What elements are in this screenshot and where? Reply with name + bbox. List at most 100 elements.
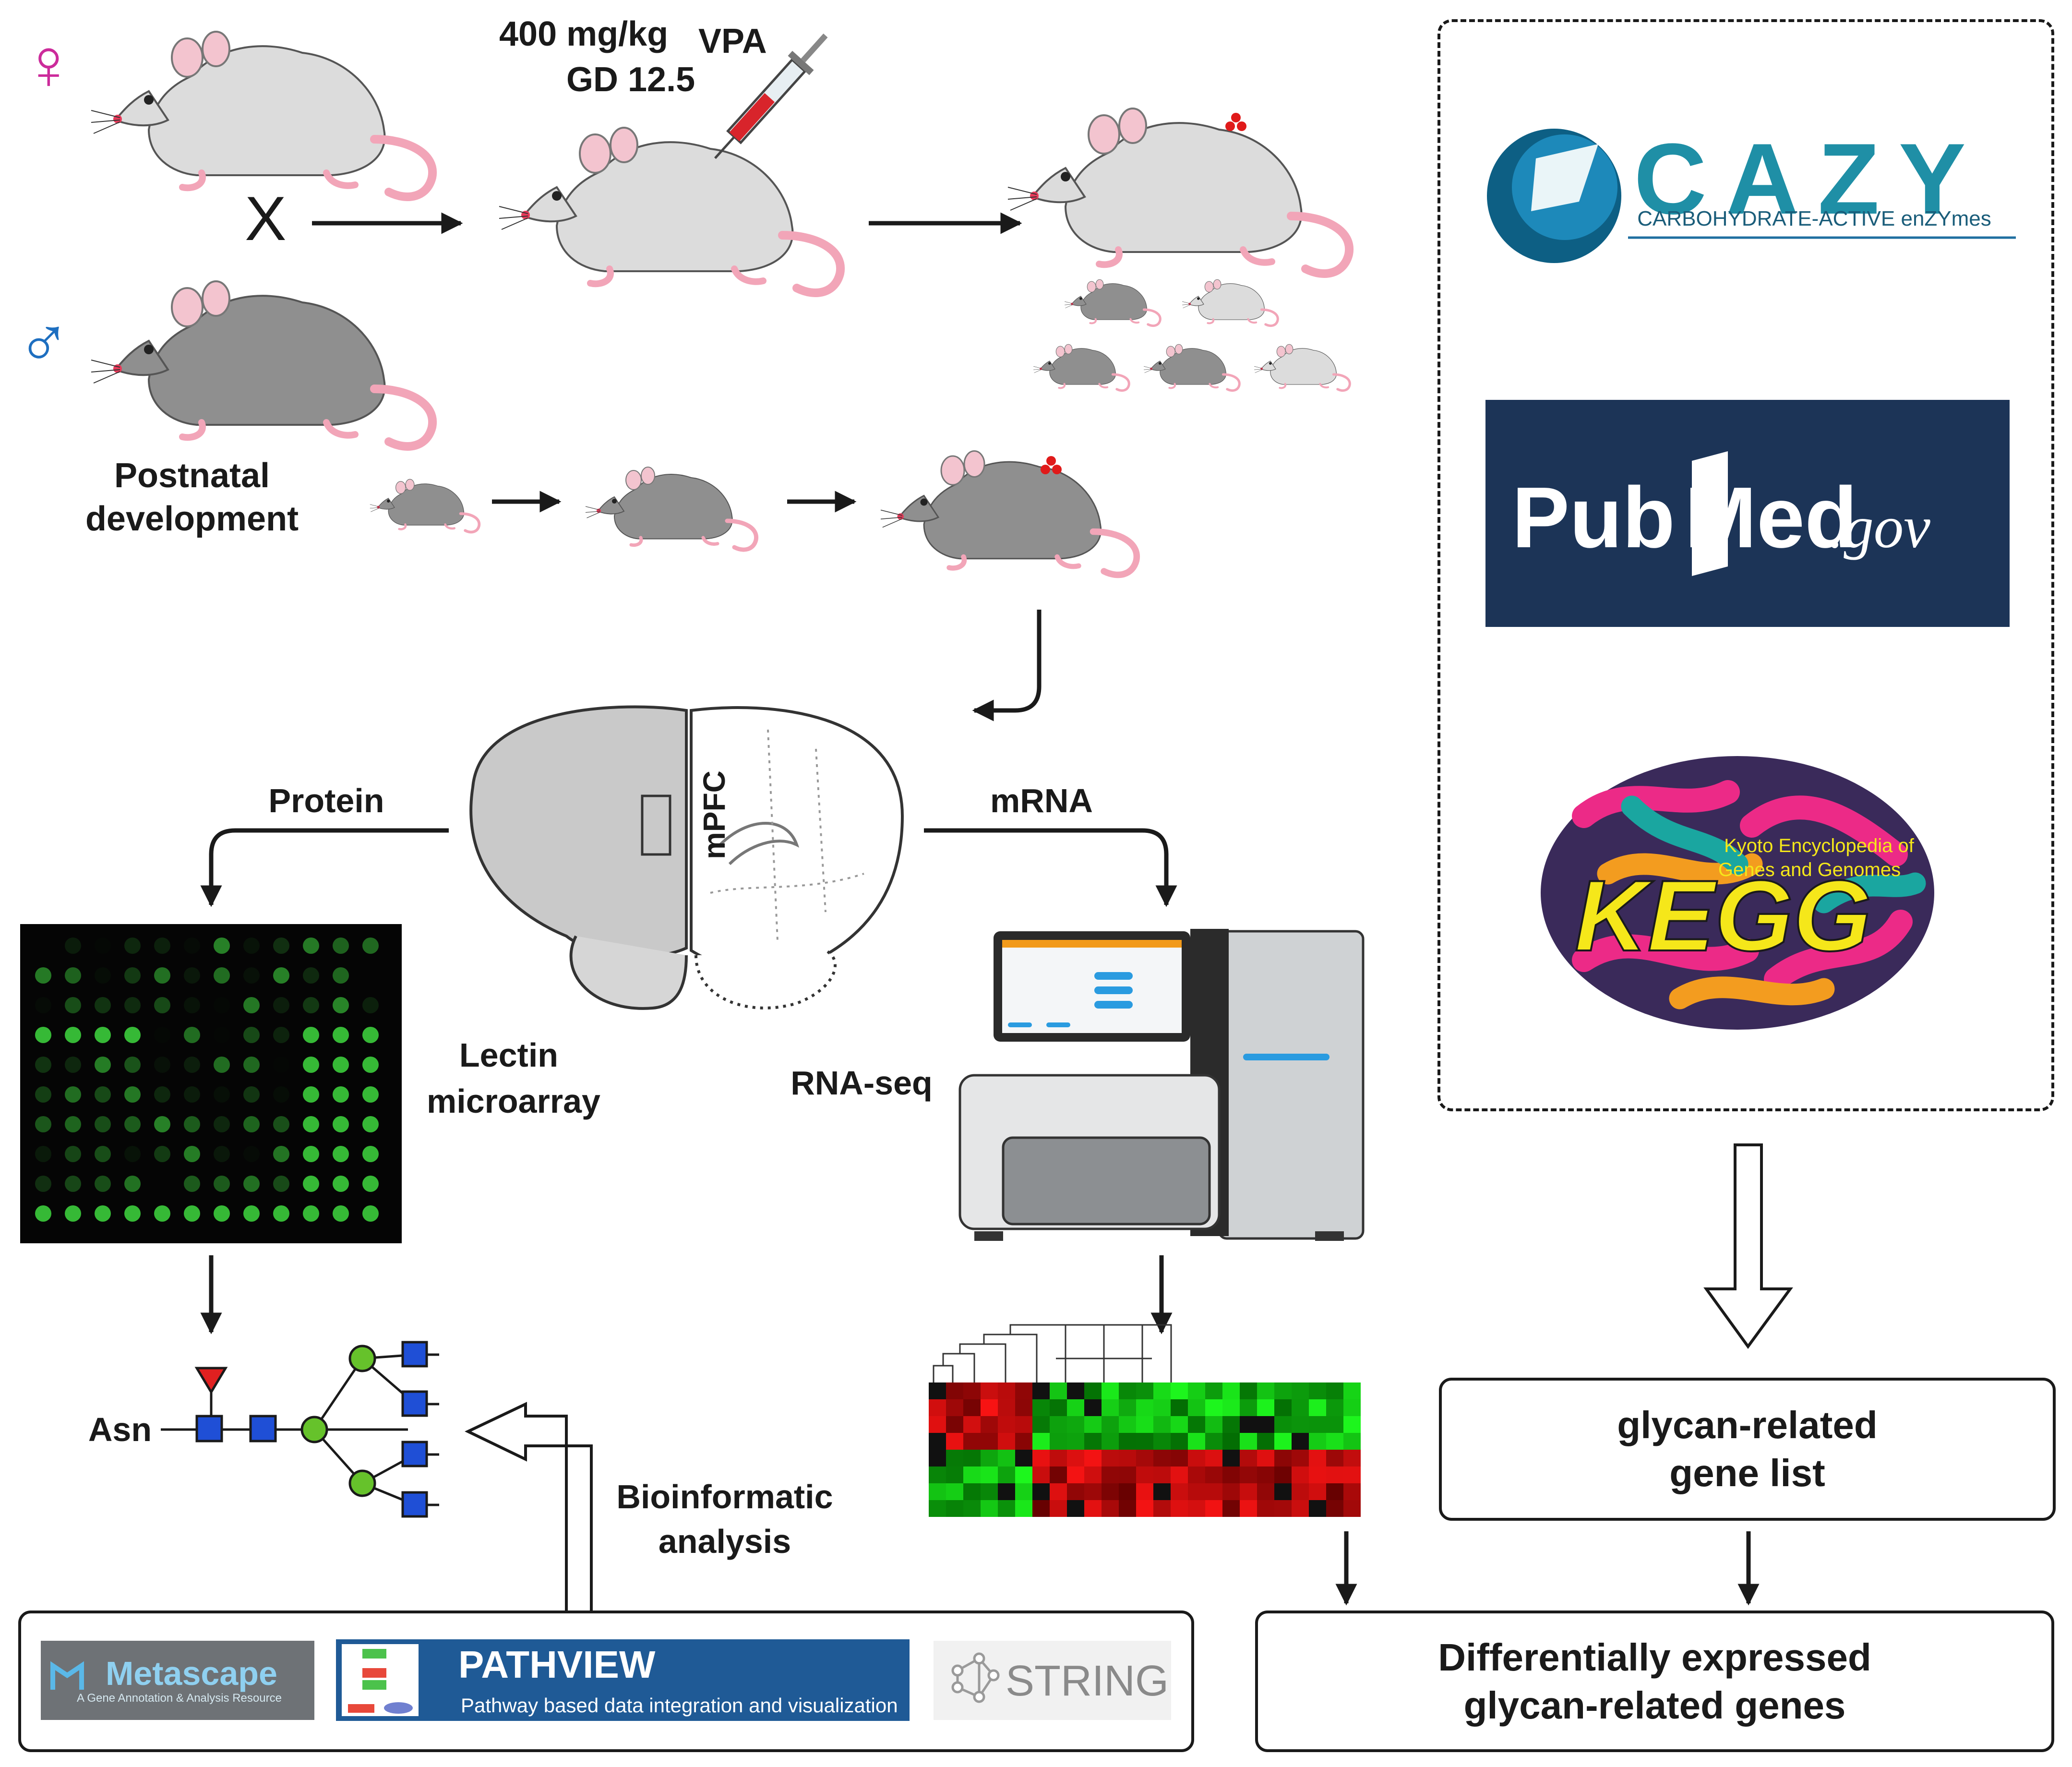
- female-rat-icon: [91, 32, 432, 197]
- heatmap-cell: [963, 1500, 981, 1517]
- microarray-spot: [65, 967, 81, 984]
- microarray-spot: [124, 997, 141, 1013]
- microarray-spot: [124, 1057, 141, 1073]
- male-rat-icon: [91, 281, 432, 446]
- hollow-arrow-databases-to-genelist: [1703, 1143, 1793, 1349]
- microarray-spot: [303, 1176, 319, 1192]
- asn-label: Asn: [88, 1411, 152, 1448]
- microarray-spot: [214, 997, 230, 1013]
- heatmap-cell: [1222, 1466, 1240, 1483]
- microarray-spot: [273, 997, 289, 1013]
- microarray-spot: [333, 1057, 349, 1073]
- heatmap-cell: [1205, 1433, 1222, 1450]
- heatmap-cell: [981, 1433, 998, 1450]
- heatmap-cell: [1343, 1500, 1361, 1517]
- microarray-spot: [184, 1146, 200, 1162]
- heatmap-cell: [1050, 1483, 1067, 1500]
- heatmap-cell: [1015, 1433, 1032, 1450]
- pup-icon: [1144, 344, 1239, 390]
- cross-symbol: X: [245, 183, 287, 253]
- heatmap-cell: [1050, 1500, 1067, 1517]
- heatmap-cell: [1153, 1450, 1171, 1466]
- heatmap-cell: [1084, 1399, 1102, 1416]
- heatmap-cell: [1067, 1483, 1084, 1500]
- heatmap-cell: [1136, 1466, 1153, 1483]
- heatmap-cell: [1050, 1399, 1067, 1416]
- heatmap-cell: [1015, 1483, 1032, 1500]
- heatmap-cell: [929, 1433, 946, 1450]
- heatmap-cell: [981, 1382, 998, 1399]
- microarray-spot: [333, 967, 349, 984]
- pubmed-gov: .gov: [1829, 494, 1930, 561]
- microarray-spot: [124, 1205, 141, 1222]
- heatmap-cell: [1326, 1466, 1343, 1483]
- heatmap-cell: [946, 1450, 963, 1466]
- heatmap-cell: [946, 1416, 963, 1433]
- heatmap-cell: [1171, 1416, 1188, 1433]
- heatmap-cell: [946, 1500, 963, 1517]
- heatmap-cell: [1032, 1399, 1050, 1416]
- heatmap-cell: [1153, 1382, 1171, 1399]
- heatmap-cell: [1015, 1399, 1032, 1416]
- heatmap-cell: [1240, 1399, 1257, 1416]
- pup-icon: [1033, 344, 1129, 390]
- heatmap-cell: [998, 1500, 1015, 1517]
- microarray-spot: [184, 1086, 200, 1103]
- microarray-spot: [273, 1027, 289, 1043]
- microarray-spot: [243, 1086, 260, 1103]
- heatmap-cell: [963, 1483, 981, 1500]
- pubmed-med: Med: [1685, 469, 1857, 566]
- microarray-spot: [65, 1057, 81, 1073]
- heatmap-cell: [1136, 1416, 1153, 1433]
- heatmap-cell: [1015, 1416, 1032, 1433]
- heatmap-cell: [1153, 1466, 1171, 1483]
- heatmap-cell: [1240, 1466, 1257, 1483]
- heatmap-cell: [1050, 1416, 1067, 1433]
- microarray-spot: [95, 1027, 111, 1043]
- heatmap-cell: [1205, 1416, 1222, 1433]
- heatmap-cell: [1309, 1433, 1326, 1450]
- cazy-logo-icon: CAZY CARBOHYDRATE-ACTIVE enZYmes: [1487, 122, 2016, 263]
- heatmap-cell: [1326, 1416, 1343, 1433]
- heatmap-cell: [1084, 1450, 1102, 1466]
- heatmap-cell: [1171, 1399, 1188, 1416]
- heatmap-cell: [1205, 1450, 1222, 1466]
- microarray-spot: [362, 1176, 379, 1192]
- microarray-spot: [214, 1146, 230, 1162]
- heatmap-cell: [1171, 1433, 1188, 1450]
- microarray-spot: [184, 1205, 200, 1222]
- heatmap-cell: [1015, 1450, 1032, 1466]
- microarray-spot: [303, 1205, 319, 1222]
- mpfc-label: mPFC: [697, 770, 731, 859]
- heatmap-cell: [1257, 1399, 1274, 1416]
- heatmap-cell: [1343, 1416, 1361, 1433]
- microarray-spot: [124, 1176, 141, 1192]
- heatmap-cell: [963, 1382, 981, 1399]
- microarray-spot: [35, 1086, 51, 1103]
- microarray-spot: [154, 997, 170, 1013]
- heatmap-cell: [1032, 1483, 1050, 1500]
- microarray-spot: [333, 1116, 349, 1132]
- heatmap-cell: [963, 1399, 981, 1416]
- heatmap-cell: [1119, 1466, 1136, 1483]
- heatmap-cell: [1309, 1382, 1326, 1399]
- lectin-microarray-image: [20, 924, 402, 1243]
- heatmap-cell: [1136, 1433, 1153, 1450]
- microarray-spot: [35, 1205, 51, 1222]
- heatmap-cell: [1343, 1399, 1361, 1416]
- juvenile-rat-small-icon: [370, 479, 479, 532]
- microarray-spot: [243, 1116, 260, 1132]
- heatmap-cell: [1084, 1416, 1102, 1433]
- microarray-spot: [184, 1176, 200, 1192]
- heatmap-cell: [1292, 1416, 1309, 1433]
- microarray-spot: [154, 1205, 170, 1222]
- microarray-spot: [95, 1146, 111, 1162]
- heatmap-cell: [1309, 1416, 1326, 1433]
- heatmap-cell: [1240, 1483, 1257, 1500]
- heatmap-cell: [1222, 1450, 1240, 1466]
- male-symbol-icon: ♂: [17, 302, 71, 383]
- heatmap-cell: [1257, 1450, 1274, 1466]
- microarray-spot: [273, 1086, 289, 1103]
- heatmap-cell: [1171, 1382, 1188, 1399]
- microarray-spot: [303, 1116, 319, 1132]
